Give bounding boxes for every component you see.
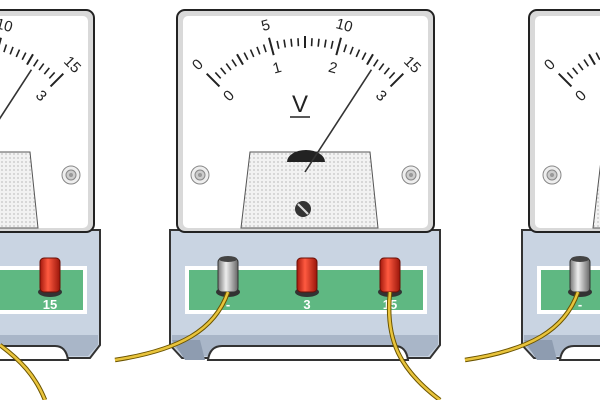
scale-tick (330, 40, 334, 49)
terminal-label: 15 (43, 297, 57, 312)
scale-tick (268, 37, 275, 56)
scale-tick (38, 63, 45, 71)
scale-ticks (558, 52, 600, 88)
scale-tick (43, 67, 50, 75)
scale-tick (378, 63, 385, 71)
scale-label: 10 (334, 15, 355, 36)
scale-tick (220, 67, 227, 75)
scale-tick (32, 59, 39, 67)
scale-tick (243, 52, 249, 61)
scale-tick (214, 71, 222, 79)
scale-tick (355, 49, 361, 58)
scale-tick (48, 71, 56, 79)
unit-label: V (292, 91, 308, 118)
terminal-3v[interactable]: 3 (295, 257, 319, 312)
scale-tick (231, 59, 238, 67)
scale-tick (249, 49, 255, 58)
scale-tick (343, 44, 348, 53)
scale-tick (349, 46, 354, 55)
scale-tick (256, 46, 261, 55)
terminal-negative[interactable]: - (568, 256, 592, 312)
terminal-15v[interactable]: 15 (38, 257, 62, 312)
scale-tick (383, 67, 390, 75)
scale-tick (372, 59, 379, 67)
scale-tick (0, 37, 2, 46)
voltmeter-right: - 3 15 0 5 10 15 0 1 2 3 V (521, 9, 600, 361)
scale-tick (26, 53, 34, 66)
scale-tick (323, 39, 327, 48)
scale-tick (9, 46, 14, 55)
voltmeter: - 3 15 0 5 10 15 0 1 2 3 V (169, 9, 441, 361)
terminal-label: - (578, 297, 582, 312)
scale-tick (283, 39, 287, 48)
scale-tick (21, 52, 27, 61)
scale-tick (588, 53, 596, 66)
mounting-screw-right (61, 165, 81, 185)
scale-ticks (206, 36, 404, 88)
scale-tick (225, 63, 232, 71)
scale-tick (335, 37, 342, 56)
scale-tick (236, 53, 244, 66)
adjust-window (592, 164, 600, 229)
adjust-window (240, 150, 379, 229)
wires (0, 291, 581, 400)
mounting-screw-left (190, 165, 210, 185)
scale-tick (366, 53, 374, 66)
scale-tick (49, 73, 64, 88)
scale-tick (595, 52, 600, 61)
scale-tick (389, 73, 404, 88)
scale-tick (3, 44, 8, 53)
scale-tick (566, 71, 574, 79)
adjust-window (0, 151, 39, 229)
mounting-screw-left (542, 165, 562, 185)
voltmeter-left: - 3 15 0 5 10 15 0 1 2 3 V (0, 9, 101, 361)
scale-tick (572, 67, 579, 75)
needle (0, 69, 33, 173)
terminal-label: - (226, 297, 230, 312)
scale-tick (206, 73, 221, 88)
needle (304, 69, 373, 173)
scale-tick (262, 44, 267, 53)
scale-label: 10 (0, 15, 14, 36)
scale-tick (317, 38, 320, 47)
mounting-screw-right (401, 165, 421, 185)
scale-tick (558, 73, 573, 88)
terminal-label: 3 (303, 297, 310, 312)
scale-ticks (0, 37, 64, 88)
zero-adjust-screw[interactable] (295, 201, 311, 217)
scale-tick (583, 59, 590, 67)
scale-tick (361, 52, 367, 61)
scale-tick (577, 63, 584, 71)
scale-tick (388, 71, 396, 79)
scale-tick (15, 49, 21, 58)
scale-tick (290, 38, 293, 47)
scale-tick (276, 40, 280, 49)
